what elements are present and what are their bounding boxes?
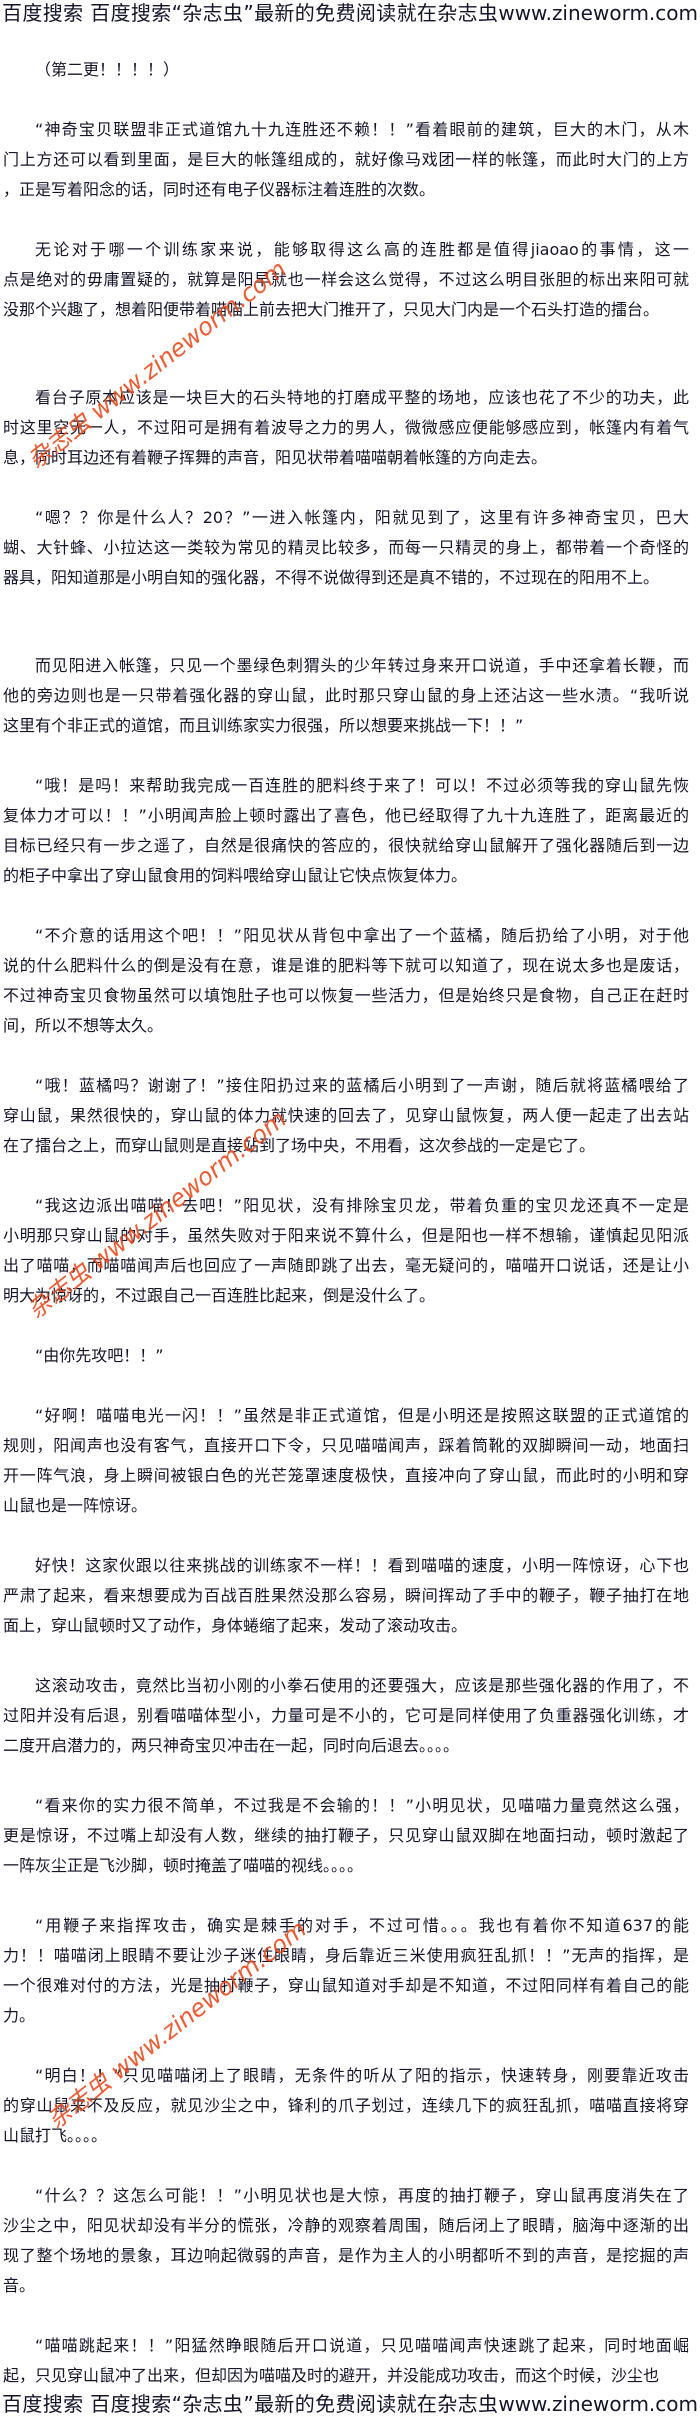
text-line: 穿山鼠，果然很快的，穿山鼠的体力就快速的回去了，见穿山鼠恢复，两人便一起走了出去… <box>3 1106 689 1125</box>
text-line: 的柜子中拿出了穿山鼠食用的饲料喂给穿山鼠让它快点恢复体力。 <box>3 866 468 885</box>
text-line: 点是绝对的毋庸置疑的，就算是阳早就也一样会这么觉得，不过这么明目张胆的标出来阳可… <box>3 270 689 289</box>
paragraph: 无论对于哪一个训练家来说，能够取得这么高的连胜都是值得jiaoao的事情，这一点… <box>3 235 689 325</box>
paragraph: “什么？？这怎么可能！！”小明见状也是大惊，再度的抽打鞭子，穿山鼠再度消失在了沙… <box>3 2181 689 2301</box>
text-line: “好啊！喵喵电光一闪！！”虽然是非正式道馆，但是小明还是按照这联盟的正式道馆的 <box>35 1406 689 1425</box>
text-line: 器具，阳知道那是小明自知的强化器，不得不说做得到还是真不错的，不过现在的阳用不上… <box>3 568 660 587</box>
text-line: 山鼠也是一阵惊讶。 <box>3 1496 148 1515</box>
text-line: 出了喵喵，而喵喵闻声后也回应了一声随即跳了出去，毫无疑问的，喵喵开口说话，还是让… <box>3 1256 689 1275</box>
paragraph: “看来你的实力很不简单，不过我是不会输的！！”小明见状，见喵喵力量竟然这么强， 更… <box>3 1791 689 1881</box>
text-line: “用鞭子来指挥攻击，确实是棘手的对手，不过可惜。。。我也有着你不知道637的能 <box>35 1916 689 1935</box>
text-line: 开一阵气浪，身上瞬间被银白色的光芒笼罩速度极快，直接冲向了穿山鼠，而此时的小明和… <box>3 1466 689 1485</box>
text-line: 更是惊讶，不过嘴上却没有人数，继续的抽打鞭子，只见穿山鼠双脚在地面扫动，顿时激起… <box>3 1826 689 1845</box>
text-line: 无论对于哪一个训练家来说，能够取得这么高的连胜都是值得jiaoao的事情，这一 <box>35 240 689 259</box>
text-line: ，正是写着阳念的话，同时还有电子仪器标注着连胜的次数。 <box>3 180 436 199</box>
text-line: 这滚动攻击，竟然比当初小刚的小拳石使用的还要强大，应该是那些强化器的作用了，不 <box>35 1676 689 1695</box>
text-line: 明大为惊讶的，不过跟自己一百连胜比起来，倒是没什么了。 <box>3 1286 436 1305</box>
paragraph: 而见阳进入帐篷，只见一个墨绿色刺猬头的少年转过身来开口说道，手中还拿着长鞭，而他… <box>3 651 689 741</box>
text-line: 而见阳进入帐篷，只见一个墨绿色刺猬头的少年转过身来开口说道，手中还拿着长鞭，而 <box>35 656 689 675</box>
text-line: 他的旁边则也是一只带着强化器的穿山鼠，此时那只穿山鼠的身上还沾这一些水渍。“我听… <box>3 686 689 705</box>
paragraph: “好啊！喵喵电光一闪！！”虽然是非正式道馆，但是小明还是按照这联盟的正式道馆的规… <box>3 1401 689 1521</box>
text-line: 息，同时耳边还有着鞭子挥舞的声音，阳见状带着喵喵朝着帐篷的方向走去。 <box>3 448 548 467</box>
text-line: “不介意的话用这个吧！！”阳见状从背包中拿出了一个蓝橘，随后扔给了小明，对于他 <box>35 926 689 945</box>
paragraph: “哦！是吗！来帮助我完成一百连胜的肥料终于来了！可以！不过必须等我的穿山鼠先恢复… <box>3 771 689 891</box>
paragraph: （第二更！！！！） <box>3 55 689 85</box>
text-line: 过阳并没有后退，别看喵喵体型小，力量可是不小的，它可是同样使用了负重器强化训练，… <box>3 1706 689 1725</box>
paragraph: “用鞭子来指挥攻击，确实是棘手的对手，不过可惜。。。我也有着你不知道637的能力… <box>3 1911 689 2031</box>
text-line: 好快！这家伙跟以往来挑战的训练家不一样！！看到喵喵的速度，小明一阵惊讶，心下也 <box>35 1556 689 1575</box>
text-line: 规则，阳闻声也没有客气，直接开口下令，只见喵喵闻声，踩着筒靴的双脚瞬间一动，地面… <box>3 1436 689 1455</box>
paragraph: “我这边派出喵喵！去吧！”阳见状，没有排除宝贝龙，带着负重的宝贝龙还真不一定是小… <box>3 1191 689 1311</box>
text-line: 不过神奇宝贝食物虽然可以填饱肚子也可以恢复一些活力，但是始终只是食物，自己正在赶… <box>3 986 689 1005</box>
paragraph: 这滚动攻击，竟然比当初小刚的小拳石使用的还要强大，应该是那些强化器的作用了，不过… <box>3 1671 689 1761</box>
text-line: 现了整个场地的景象，耳边响起微弱的声音，是作为主人的小明都听不到的声音，是挖掘的… <box>3 2246 689 2265</box>
text-line: “哦！蓝橘吗？谢谢了！”接住阳扔过来的蓝橘后小明到了一声谢，随后就将蓝橘喂给了 <box>35 1076 689 1095</box>
text-line: 力。 <box>3 2006 36 2025</box>
text-line: 时这里空无一人，不过阳可是拥有着波导之力的男人，微微感应便能够感应到，帐篷内有着… <box>3 418 689 437</box>
text-line: 起，只见穿山鼠冲了出来，但却因为喵喵及时的避开，并没能成功攻击，而这个时候，沙尘… <box>3 2366 660 2385</box>
paragraph: “喵喵跳起来！！”阳猛然睁眼随后开口说道，只见喵喵闻声快速跳了起来，同时地面崛起… <box>3 2331 689 2391</box>
text-line: “由你先攻吧！！” <box>35 1346 164 1365</box>
text-line: 间，所以不想等太久。 <box>3 1016 164 1035</box>
text-line: 说的什么肥料什么的倒是没有在意，谁是谁的肥料等下就可以知道了，现在说太多也是废话… <box>3 956 689 975</box>
text-line: 沙尘之中，阳见状却没有半分的慌张，冷静的观察着周围，随后闭上了眼睛，脑海中逐渐的… <box>3 2216 689 2235</box>
text-line: “喵喵跳起来！！”阳猛然睁眼随后开口说道，只见喵喵闻声快速跳了起来，同时地面崛 <box>35 2336 689 2355</box>
paragraph: “不介意的话用这个吧！！”阳见状从背包中拿出了一个蓝橘，随后扔给了小明，对于他说… <box>3 921 689 1041</box>
text-line: 二度开启潜力的，两只神奇宝贝冲击在一起，同时向后退去。。。。 <box>3 1736 460 1755</box>
text-line: 看台子原本应该是一块巨大的石头特地的打磨成平整的场地，应该也花了不少的功夫，此 <box>35 388 689 407</box>
text-line: “明白！！”只见喵喵闭上了眼睛，无条件的听从了阳的指示，快速转身，刚要靠近攻击 <box>35 2066 689 2085</box>
paragraph: “哦！蓝橘吗？谢谢了！”接住阳扔过来的蓝橘后小明到了一声谢，随后就将蓝橘喂给了穿… <box>3 1071 689 1161</box>
paragraph: “明白！！”只见喵喵闭上了眼睛，无条件的听从了阳的指示，快速转身，刚要靠近攻击的… <box>3 2061 689 2151</box>
paragraph: 好快！这家伙跟以往来挑战的训练家不一样！！看到喵喵的速度，小明一阵惊讶，心下也严… <box>3 1551 689 1641</box>
text-line: “什么？？这怎么可能！！”小明见状也是大惊，再度的抽打鞭子，穿山鼠再度消失在了 <box>35 2186 689 2205</box>
text-line: 力！！喵喵闭上眼睛不要让沙子迷住眼睛，身后靠近三米使用疯狂乱抓！！”无声的指挥，… <box>3 1946 689 1965</box>
text-line: “神奇宝贝联盟非正式道馆九十九连胜还不赖！！”看着眼前的建筑，巨大的木门，从木 <box>35 120 689 139</box>
text-line: 在了擂台之上，而穿山鼠则是直接站到了场中央，不用看，这次参战的一定是它了。 <box>3 1136 596 1155</box>
text-line: 这里有个非正式的道馆，而且训练家实力很强，所以想要来挑战一下！！” <box>3 716 524 735</box>
text-line: 山鼠打飞。。。。 <box>3 2126 108 2145</box>
text-line: 严肃了起来，看来想要成为百战百胜果然没那么容易，瞬间挥动了手中的鞭子，鞭子抽打在… <box>3 1586 689 1605</box>
text-line: （第二更！！！！） <box>35 60 180 79</box>
text-line: “哦！是吗！来帮助我完成一百连胜的肥料终于来了！可以！不过必须等我的穿山鼠先恢 <box>35 776 689 795</box>
text-line: “我这边派出喵喵！去吧！”阳见状，没有排除宝贝龙，带着负重的宝贝龙还真不一定是 <box>35 1196 689 1215</box>
text-line: 复体力才可以！！”小明闻声脸上顿时露出了喜色，他已经取得了九十九连胜了，距离最近… <box>3 806 689 825</box>
text-line: 音。 <box>3 2276 36 2295</box>
paragraph: “嗯？？你是什么人？20？”一进入帐篷内，阳就见到了，这里有许多神奇宝贝，巴大蝴… <box>3 503 689 593</box>
paragraph: 看台子原本应该是一块巨大的石头特地的打磨成平整的场地，应该也花了不少的功夫，此时… <box>3 383 689 473</box>
text-line: 蝴、大针蜂、小拉达这一类较为常见的精灵比较多，而每一只精灵的身上，都带着一个奇怪… <box>3 538 689 557</box>
header-ad-banner: 百度搜索 百度搜索“杂志虫”最新的免费阅读就在杂志虫www.zineworm.c… <box>2 1 698 25</box>
text-line: 面上，穿山鼠顿时又了动作，身体蜷缩了起来，发动了滚动攻击。 <box>3 1616 468 1635</box>
text-line: 没那个兴趣了，想着阳便带着喵喵上前去把大门推开了，只见大门内是一个石头打造的擂台… <box>3 300 660 319</box>
text-line: “嗯？？你是什么人？20？”一进入帐篷内，阳就见到了，这里有许多神奇宝贝，巴大 <box>35 508 689 527</box>
paragraph: “由你先攻吧！！” <box>3 1341 689 1371</box>
chapter-body: （第二更！！！！） “神奇宝贝联盟非正式道馆九十九连胜还不赖！！”看着眼前的建筑，… <box>0 55 689 2391</box>
text-line: “看来你的实力很不简单，不过我是不会输的！！”小明见状，见喵喵力量竟然这么强， <box>35 1796 689 1815</box>
text-line: 的穿山鼠来不及反应，就见沙尘之中，锋利的爪子划过，连续几下的疯狂乱抓，喵喵直接将… <box>3 2096 689 2115</box>
paragraph: “神奇宝贝联盟非正式道馆九十九连胜还不赖！！”看着眼前的建筑，巨大的木门，从木门… <box>3 115 689 205</box>
text-line: 门上方还可以看到里面，是巨大的帐篷组成的，就好像马戏团一样的帐篷，而此时大门的上… <box>3 150 689 169</box>
text-line: 目标已经只有一步之遥了，自然是很痛快的答应的，很快就给穿山鼠解开了强化器随后到一… <box>3 836 689 855</box>
text-line: 一个很难对付的方法，光是抽打鞭子，穿山鼠知道对手却是不知道，不过阳同样有着自己的… <box>3 1976 689 1995</box>
footer-ad-banner: 百度搜索 百度搜索“杂志虫”最新的免费阅读就在杂志虫www.zineworm.c… <box>2 2392 698 2416</box>
text-line: 小明那只穿山鼠的对手，虽然失败对于阳来说不算什么，但是阳也一样不想输，谨慎起见阳… <box>3 1226 689 1245</box>
text-line: 一阵灰尘正是飞沙脚，顿时掩盖了喵喵的视线。。。。 <box>3 1856 364 1875</box>
